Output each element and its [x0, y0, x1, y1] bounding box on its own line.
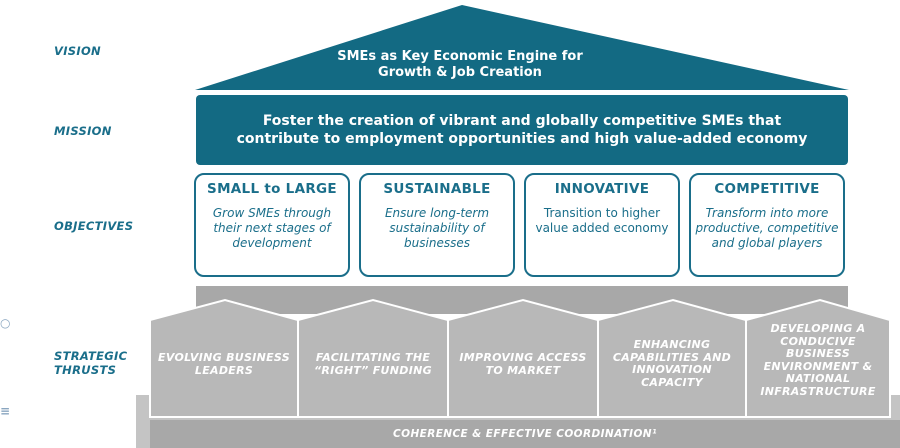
- objective-title: COMPETITIVE: [714, 181, 820, 197]
- objective-title: SUSTAINABLE: [383, 181, 491, 197]
- label-vision: VISION: [54, 44, 101, 58]
- mission-box: Foster the creation of vibrant and globa…: [196, 95, 848, 165]
- label-objectives: OBJECTIVES: [54, 219, 134, 233]
- label-strategic-thrusts: STRATEGIC THRUSTS: [54, 349, 128, 377]
- thrust-label-4: ENHANCING CAPABILITIES AND INNOVATION CA…: [612, 338, 732, 389]
- label-mission: MISSION: [54, 124, 112, 138]
- logo-fragment-icon: ○: [0, 316, 11, 330]
- objective-innovative: INNOVATIVE Transition to higher value ad…: [524, 173, 680, 277]
- logo-fragment-2-icon: ≡: [0, 404, 11, 418]
- thrust-label-2: FACILITATING THE “RIGHT” FUNDING: [314, 351, 432, 377]
- objective-description: Transform into more productive, competit…: [695, 206, 839, 250]
- thrust-pillar-5: [745, 298, 891, 418]
- mission-line-1: Foster the creation of vibrant and globa…: [262, 113, 782, 129]
- base-band: [150, 420, 900, 448]
- objective-description: Transition to higher value added economy: [535, 206, 669, 235]
- objective-sustainable: SUSTAINABLE Ensure long-term sustainabil…: [359, 173, 515, 277]
- objective-title: SMALL to LARGE: [207, 181, 337, 197]
- thrust-label-3: IMPROVING ACCESS TO MARKET: [459, 351, 587, 377]
- objective-title: INNOVATIVE: [554, 181, 650, 197]
- vision-statement: SMEs as Key Economic Engine for Growth &…: [300, 49, 620, 81]
- thrust-label-1: EVOLVING BUSINESS LEADERS: [158, 351, 290, 377]
- base-coordination-label: COHERENCE & EFFECTIVE COORDINATION¹: [393, 428, 657, 440]
- objective-description: Grow SMEs through their next stages of d…: [212, 206, 332, 250]
- vision-roof-shape: [195, 5, 849, 90]
- mission-line-2: contribute to employment opportunities a…: [236, 131, 808, 147]
- objective-competitive: COMPETITIVE Transform into more producti…: [689, 173, 845, 277]
- thrust-label-5: DEVELOPING A CONDUCIVE BUSINESS ENVIRONM…: [760, 322, 876, 398]
- objective-description: Ensure long-term sustainability of busin…: [384, 206, 490, 250]
- vision-line-2: Growth & Job Creation: [378, 65, 542, 80]
- vision-line-1: SMEs as Key Economic Engine for: [337, 49, 583, 64]
- objective-small-to-large: SMALL to LARGE Grow SMEs through their n…: [194, 173, 350, 277]
